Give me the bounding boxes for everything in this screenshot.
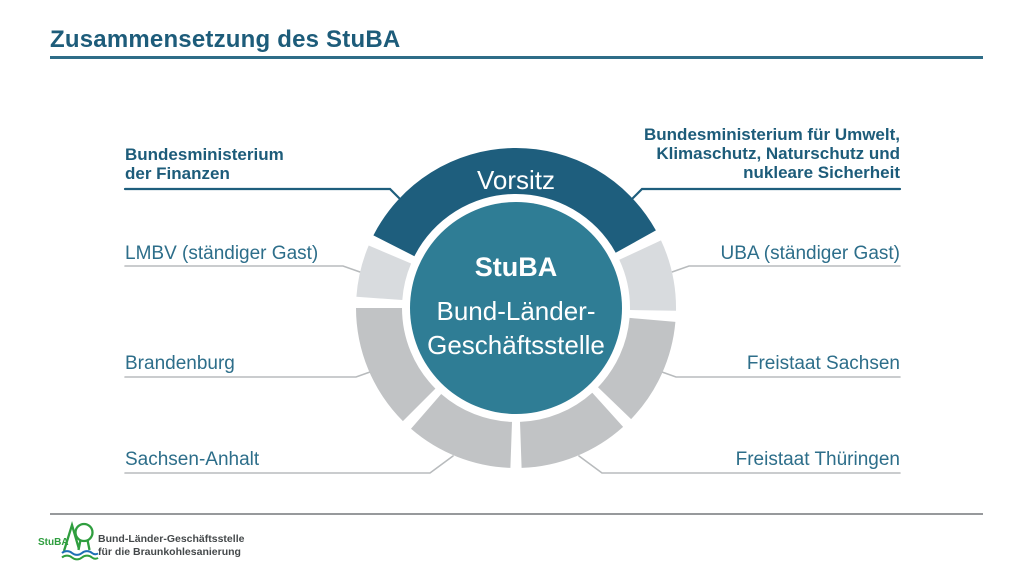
- label-lmbv: LMBV (ständiger Gast): [125, 243, 319, 264]
- label-bundesministerium-umwelt: Bundesministerium für Umwelt, Klimaschut…: [644, 125, 900, 182]
- donut-segment-vorsitz: [373, 148, 656, 257]
- connector-bmu: [631, 187, 902, 200]
- logo-wave-green: [61, 554, 99, 561]
- connector-lines: [123, 187, 902, 474]
- connector-uba: [671, 265, 901, 273]
- donut-segments: [356, 148, 677, 468]
- donut-segment-uba: [619, 240, 677, 311]
- page-title: Zusammensetzung des StuBA: [50, 26, 401, 53]
- logo-tree-trunk: [77, 539, 91, 551]
- donut-segment-brandenburg: [356, 308, 436, 422]
- label-freistaat-sachsen: Freistaat Sachsen: [746, 353, 900, 374]
- donut-segment-lmbv: [356, 245, 412, 300]
- label-uba: UBA (ständiger Gast): [720, 243, 900, 264]
- label-bundesministerium-finanzen: Bundesministerium der Finanzen: [125, 145, 284, 183]
- logo-wave-blue: [61, 550, 99, 556]
- connector-bmf: [123, 187, 401, 200]
- connector-brandenburg: [124, 371, 371, 378]
- donut-segment-sachsen: [598, 317, 676, 420]
- connector-sachsen: [661, 371, 901, 378]
- donut-center-circle: [410, 202, 622, 414]
- title-divider: [50, 56, 983, 59]
- footer-divider: [50, 513, 983, 515]
- connector-sachsen-anhalt: [124, 455, 454, 474]
- label-sachsen-anhalt: Sachsen-Anhalt: [125, 449, 260, 470]
- label-brandenburg: Brandenburg: [125, 353, 235, 374]
- label-freistaat-thueringen: Freistaat Thüringen: [735, 449, 900, 470]
- connector-thueringen: [578, 455, 901, 474]
- footer-org-name: Bund-Länder-Geschäftsstelle für die Brau…: [98, 533, 244, 558]
- donut-segment-sachsen-anhalt: [411, 394, 512, 468]
- footer-org-line2: für die Braunkohlesanierung: [98, 545, 241, 558]
- logo-tree-crown: [74, 522, 94, 543]
- footer-org-line1: Bund-Länder-Geschäftsstelle: [98, 533, 245, 545]
- logo-tree-arm: [62, 520, 81, 552]
- donut-segment-thueringen: [520, 392, 624, 468]
- stuba-logo-icon: [61, 520, 99, 561]
- stuba-logo-text: StuBA: [38, 537, 69, 548]
- connector-lmbv: [124, 265, 361, 273]
